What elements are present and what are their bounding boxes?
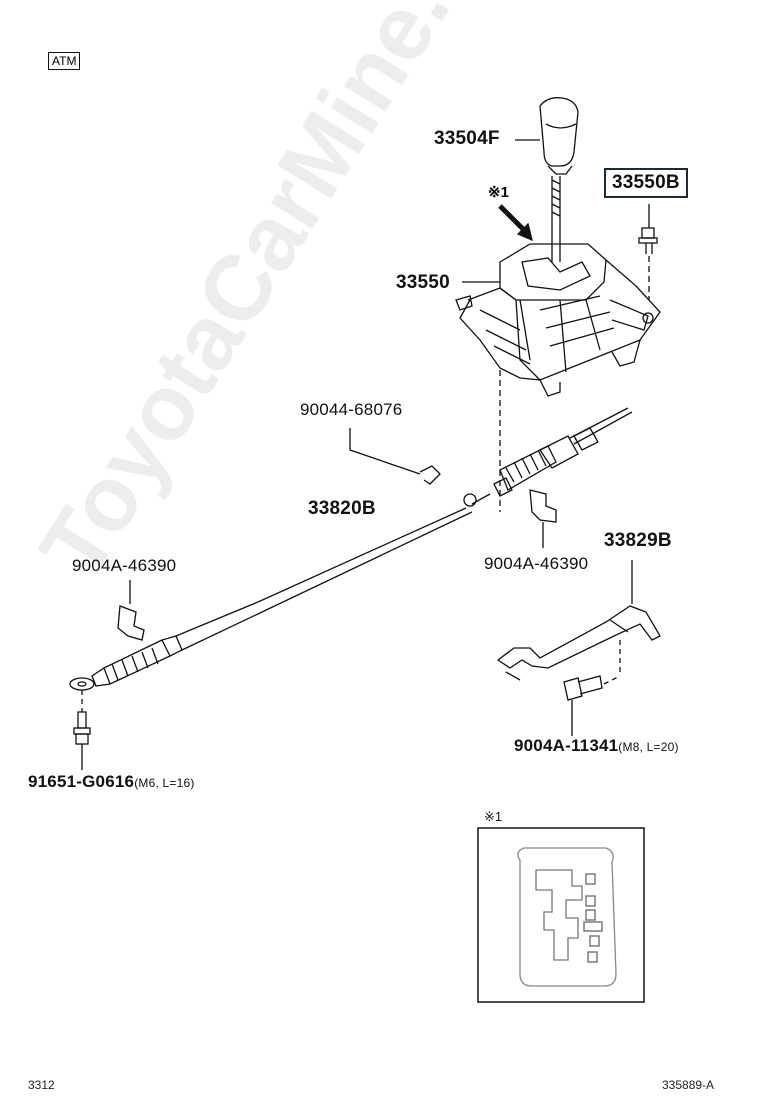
atm-badge: ATM [48, 52, 81, 70]
shift-gate-inset [477, 827, 645, 1003]
label-9004a-46390-right[interactable]: 9004A-46390 [484, 554, 589, 573]
label-33550b-text: 33550B [612, 172, 680, 193]
label-90044-68076[interactable]: 90044-68076 [300, 400, 403, 419]
shift-lever-rod [551, 176, 561, 262]
label-9004a-11341-spec: (M8, L=20) [618, 740, 679, 754]
transmission-control-cable-illustration [69, 407, 633, 691]
label-9004a-46390-left[interactable]: 9004A-46390 [72, 556, 177, 575]
label-91651-g0616-spec: (M6, L=16) [134, 776, 195, 790]
label-91651-g0616[interactable]: 91651-G0616(M6, L=16) [28, 772, 195, 792]
bolt-9004a-11341-illustration [563, 675, 603, 736]
clip-9004a-46390-left-illustration [117, 580, 145, 641]
label-33550b-highlighted[interactable]: 33550B [604, 168, 688, 198]
inset-mark: ※1 [484, 809, 503, 824]
clip-9004a-46390-right-illustration [529, 489, 557, 548]
label-33504f[interactable]: 33504F [434, 128, 500, 149]
bolt-91651-illustration [73, 690, 91, 770]
reference-mark: ※1 [488, 184, 509, 201]
diagram-code: 335889-A [662, 1078, 715, 1092]
page-code: 3312 [28, 1078, 55, 1092]
shift-knob-illustration [539, 97, 579, 175]
label-9004a-11341[interactable]: 9004A-11341(M8, L=20) [514, 736, 679, 756]
clip-90044-68076-illustration [349, 428, 441, 485]
label-33829b[interactable]: 33829B [604, 530, 672, 551]
label-91651-g0616-code: 91651-G0616 [28, 772, 135, 791]
label-33820b[interactable]: 33820B [308, 498, 376, 519]
shift-lever-assembly-illustration [455, 243, 661, 397]
reference-arrow [498, 204, 533, 242]
bracket-33829b-illustration [496, 560, 661, 685]
label-9004a-11341-code: 9004A-11341 [514, 736, 619, 755]
label-33550[interactable]: 33550 [396, 272, 450, 293]
bolt-33550b-illustration [638, 204, 658, 300]
